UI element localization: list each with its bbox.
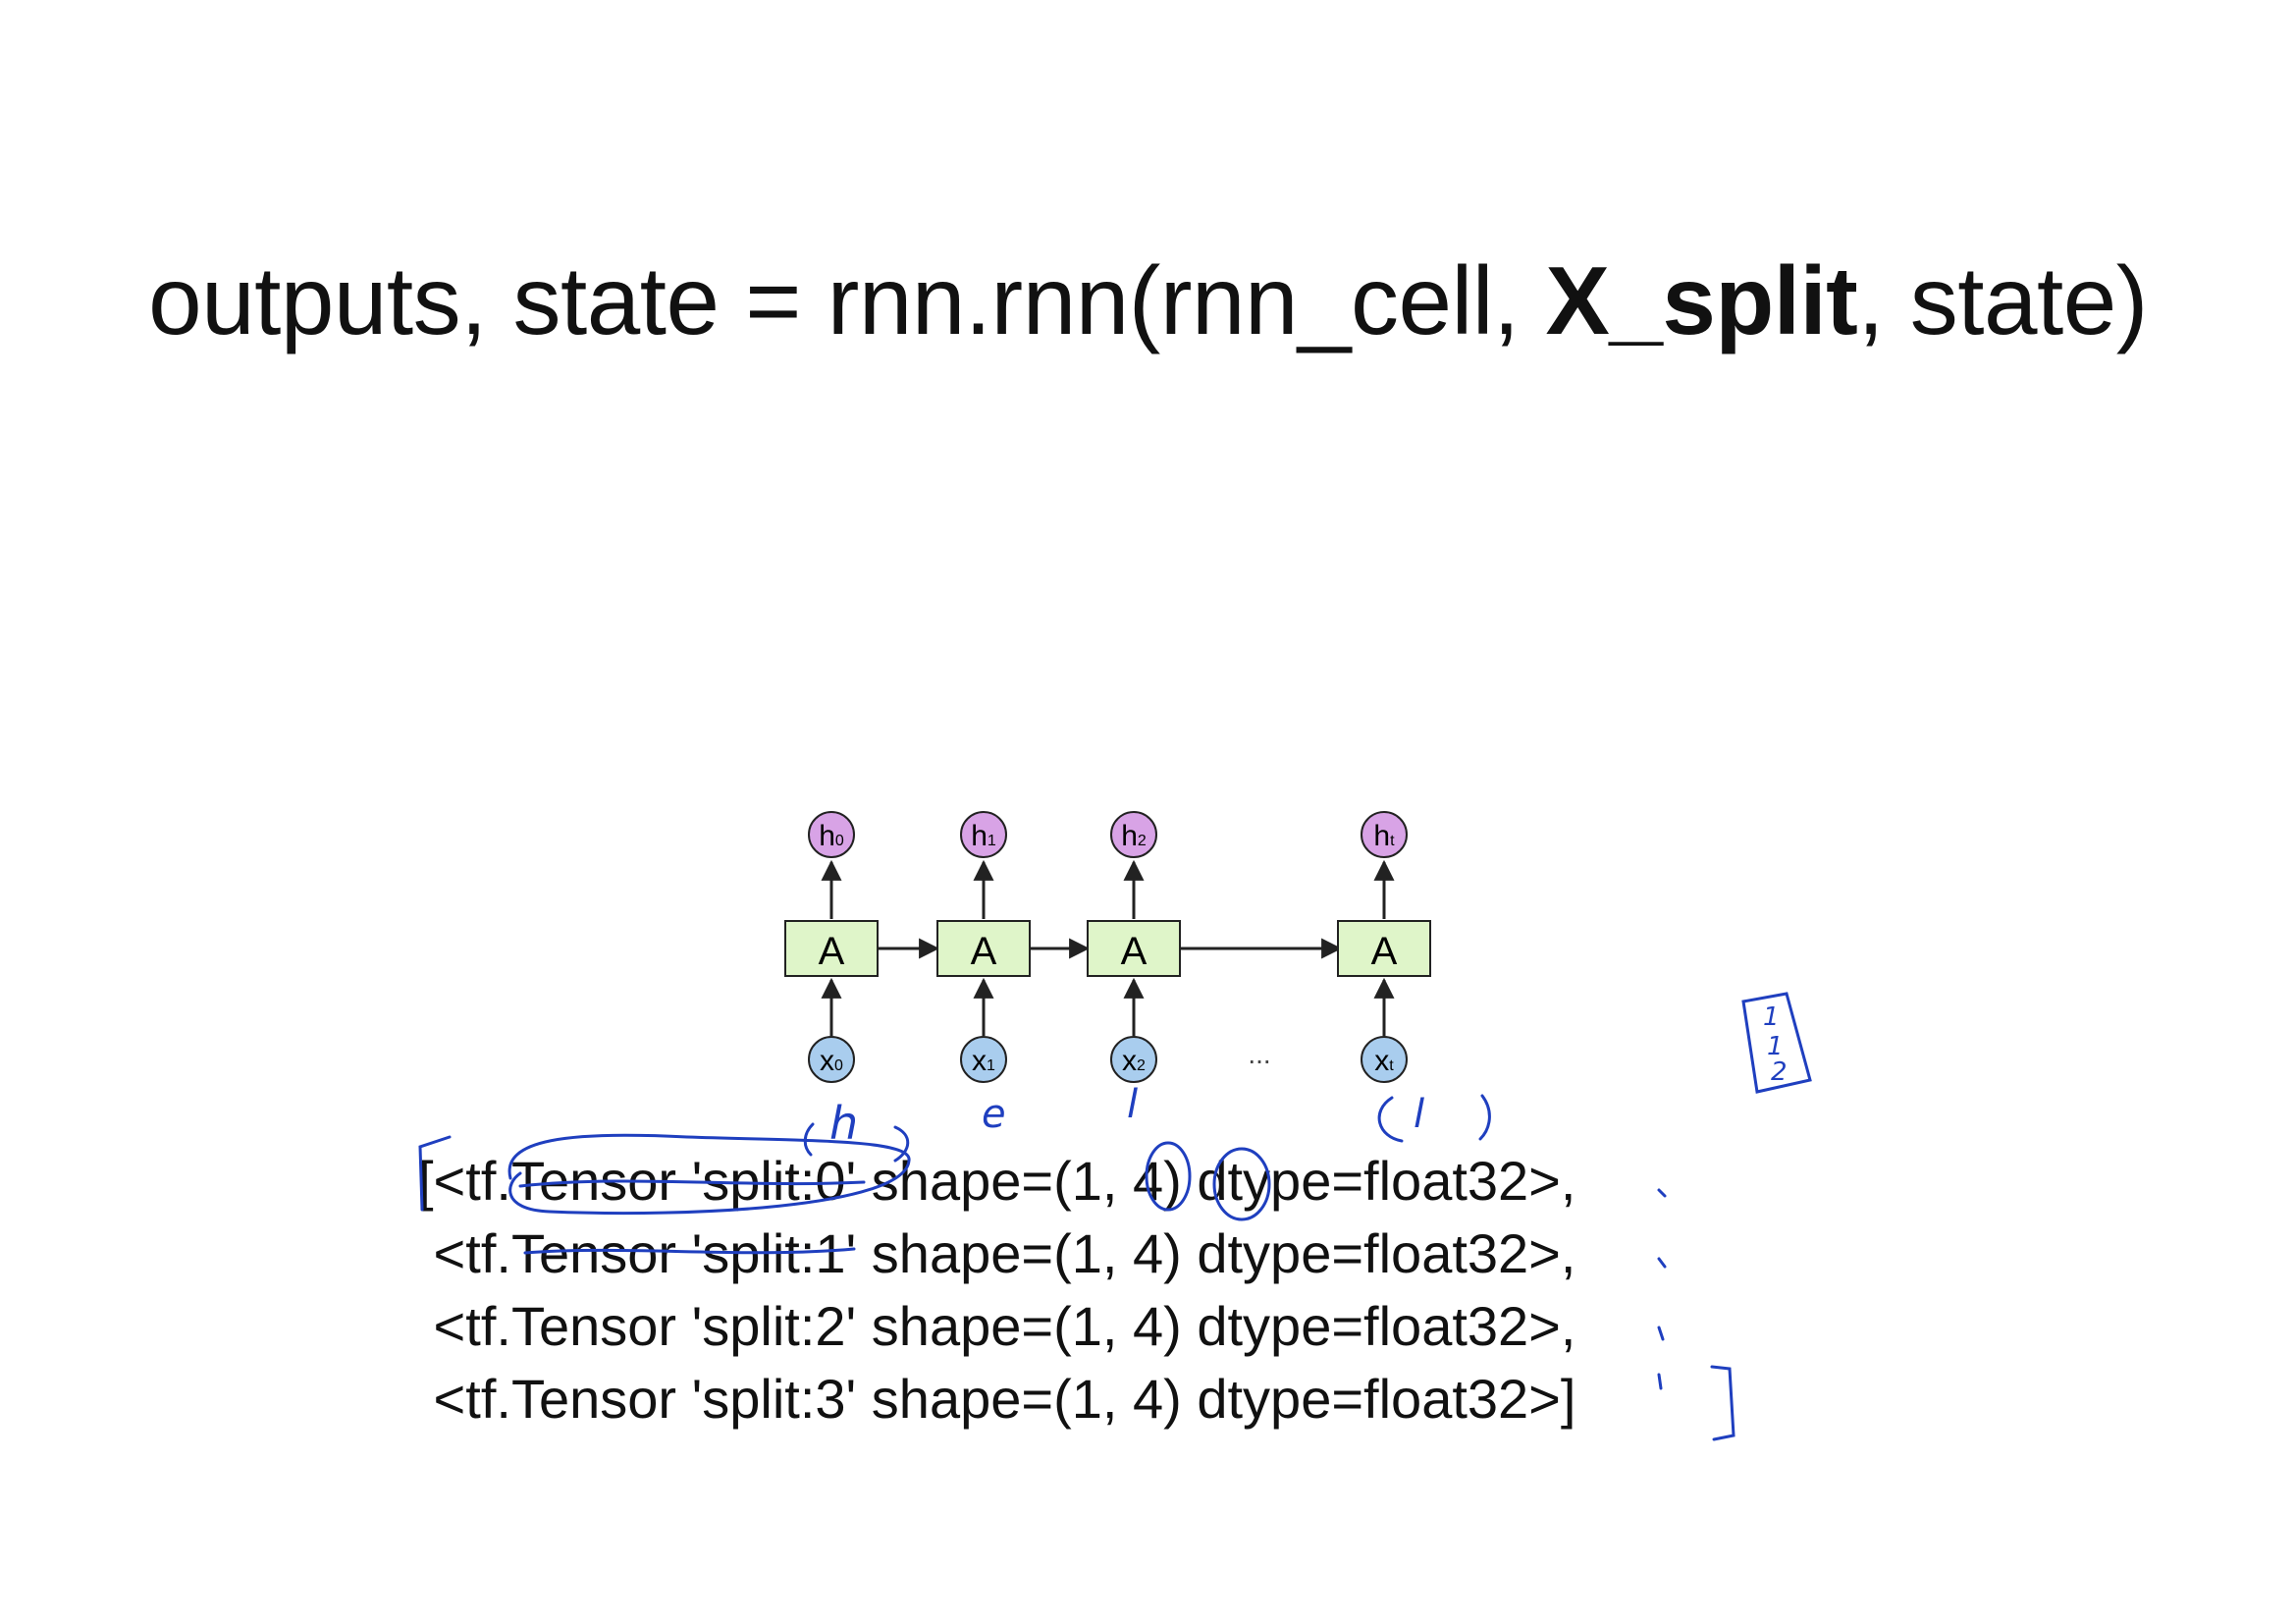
rnn-step-2: A h2 x2 xyxy=(1087,811,1181,1083)
output-h0-label: h0 xyxy=(819,820,844,852)
title-suffix: , state) xyxy=(1857,246,2148,354)
cell-a2 xyxy=(1087,920,1181,977)
title-bold: X_split xyxy=(1545,246,1858,354)
rnn-step-1: A h1 x1 xyxy=(936,811,1031,1083)
input-x2-label: x2 xyxy=(1122,1045,1146,1077)
rnn-step-t: A ht xt xyxy=(1337,811,1431,1083)
cell-a0 xyxy=(784,920,879,977)
rnn-step-0: A h0 x0 xyxy=(784,811,879,1083)
input-x0 xyxy=(808,1036,855,1083)
input-x1 xyxy=(960,1036,1007,1083)
code-line-3: <tf.Tensor 'split:3' shape=(1, 4) dtype=… xyxy=(418,1368,1576,1430)
tensor-list-output: [<tf.Tensor 'split:0' shape=(1, 4) dtype… xyxy=(418,1145,1575,1435)
cell-a0-label: A xyxy=(819,930,845,973)
output-h1 xyxy=(960,811,1007,858)
output-h2-label: h2 xyxy=(1121,820,1147,852)
cell-at-label: A xyxy=(1371,930,1398,973)
title-prefix: outputs, state = rnn.rnn(rnn_cell, xyxy=(148,246,1546,354)
code-line-1: <tf.Tensor 'split:1' shape=(1, 4) dtype=… xyxy=(418,1222,1576,1284)
cell-a1-label: A xyxy=(971,930,997,973)
input-xt-label: xt xyxy=(1374,1045,1394,1077)
output-ht xyxy=(1361,811,1408,858)
output-h1-label: h1 xyxy=(971,820,996,852)
input-x0-label: x0 xyxy=(820,1045,843,1077)
slide-title: outputs, state = rnn.rnn(rnn_cell, X_spl… xyxy=(0,245,2296,356)
cell-a2-label: A xyxy=(1121,930,1148,973)
code-line-2: <tf.Tensor 'split:2' shape=(1, 4) dtype=… xyxy=(418,1295,1576,1357)
code-line-0: [<tf.Tensor 'split:0' shape=(1, 4) dtype… xyxy=(418,1150,1576,1212)
input-x1-label: x1 xyxy=(972,1045,995,1077)
output-h2 xyxy=(1110,811,1157,858)
cell-at xyxy=(1337,920,1431,977)
cell-a1 xyxy=(936,920,1031,977)
output-ht-label: ht xyxy=(1373,820,1395,852)
input-xt xyxy=(1361,1036,1408,1083)
output-h0 xyxy=(808,811,855,858)
input-x2 xyxy=(1110,1036,1157,1083)
ellipsis: ... xyxy=(1248,1039,1270,1069)
